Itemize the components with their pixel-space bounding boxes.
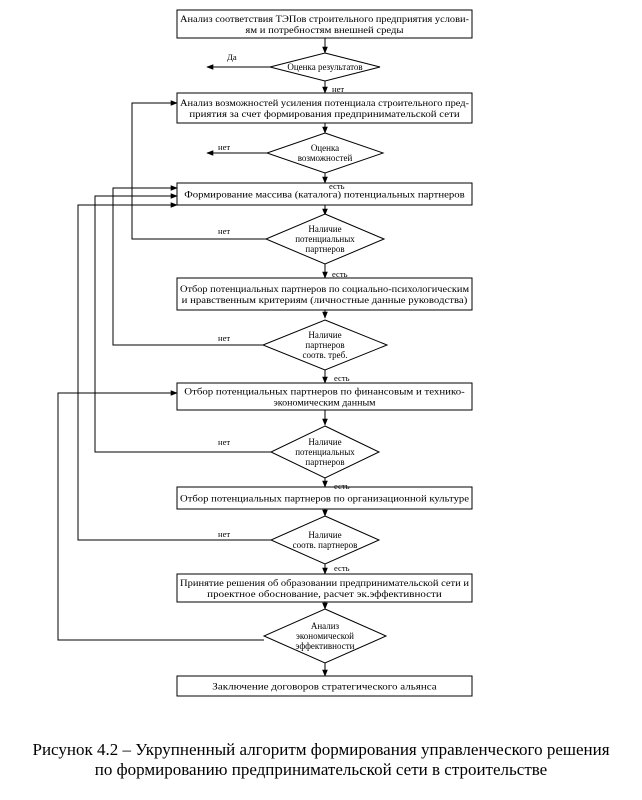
decision-text: Анализ [311, 621, 340, 631]
loop-to-catalog-a [112, 185, 263, 346]
label-no: нет [218, 529, 230, 539]
process-box-selection-culture: Отбор потенциальных партнеров по организ… [176, 486, 473, 510]
process-box-text: Анализ возможностей усиления потенциала … [180, 98, 469, 109]
loop-to-financial [57, 390, 264, 641]
decision-text: партнеров [305, 340, 344, 350]
process-box-text: Отбор потенциальных партнеров по социаль… [180, 284, 469, 295]
label-no: нет [218, 437, 230, 447]
label-exists: есть [332, 269, 348, 279]
process-box-catalog: Формирование массива (каталога) потенциа… [176, 182, 473, 206]
process-box-text: экономическим данным [274, 398, 376, 409]
process-box-text: проектное обоснование, расчет эк.эффекти… [207, 589, 442, 600]
decision-text: партнеров [305, 244, 344, 254]
decision-text: возможностей [298, 153, 353, 163]
decision-text: Оценка [311, 143, 339, 153]
label-no: нет [218, 333, 230, 343]
process-box-selection-financial: Отбор потенциальных партнеров по финансо… [176, 382, 473, 411]
decision-text: эффективности [296, 641, 355, 651]
loop-to-catalog-c [77, 202, 271, 541]
process-box-analysis-tep: Анализ соответствия ТЭПов строительного … [176, 9, 473, 39]
process-box-text: приятия за счет формирования предпринима… [189, 109, 459, 120]
flowchart: Анализ соответствия ТЭПов строительного … [57, 9, 473, 697]
process-box-text: Принятие решения об образовании предприн… [180, 578, 469, 589]
caption-line-1: Рисунок 4.2 – Укрупненный алгоритм форми… [32, 740, 610, 759]
loop-to-catalog-b [94, 193, 271, 453]
decision-text: Наличие [308, 330, 341, 340]
decision-text: соотв. треб. [303, 350, 348, 360]
figure-caption: Рисунок 4.2 – Укрупненный алгоритм форми… [0, 740, 642, 780]
loop-to-possibilities [131, 100, 266, 240]
process-box-text: Отбор потенциальных партнеров по финансо… [184, 387, 465, 398]
decision-text: партнеров [305, 457, 344, 467]
process-box-text: Формирование массива (каталога) потенциа… [184, 190, 465, 201]
process-box-contracts: Заключение договоров стратегического аль… [176, 675, 473, 697]
decision-text: потенциальных [295, 447, 355, 457]
label-exists: есть [334, 563, 350, 573]
process-box-text: Анализ соответствия ТЭПов строительного … [180, 14, 469, 25]
decision-results: Оценка результатов [269, 52, 381, 82]
label-exists: есть [334, 481, 350, 491]
decision-text: соотв. партнеров [293, 540, 358, 550]
decision-text: потенциальных [295, 234, 355, 244]
label-no: нет [218, 226, 230, 236]
decision-text: Наличие [308, 437, 341, 447]
process-box-text: Отбор потенциальных партнеров по организ… [180, 494, 469, 505]
label-exists: есть [334, 373, 350, 383]
process-box-text: Заключение договоров стратегического аль… [212, 682, 437, 693]
decision-text: Оценка результатов [287, 62, 362, 72]
label-yes: Да [227, 52, 237, 62]
label-no: нет [332, 84, 344, 94]
process-box-text: и нравственным критериям (личностные дан… [182, 295, 468, 306]
label-no: нет [218, 142, 230, 152]
process-box-text: ям и потребностям внешней среды [245, 25, 404, 36]
decision-text: экономической [296, 631, 354, 641]
caption-line-2: по формированию предпринимательской сети… [94, 760, 548, 779]
decision-text: Наличие [308, 224, 341, 234]
label-exists: есть [329, 181, 345, 191]
process-box-analysis-possibilities: Анализ возможностей усиления потенциала … [176, 92, 473, 124]
process-box-decision: Принятие решения об образовании предприн… [176, 573, 473, 603]
decision-text: Наличие [308, 530, 341, 540]
process-box-selection-social: Отбор потенциальных партнеров по социаль… [176, 277, 473, 311]
